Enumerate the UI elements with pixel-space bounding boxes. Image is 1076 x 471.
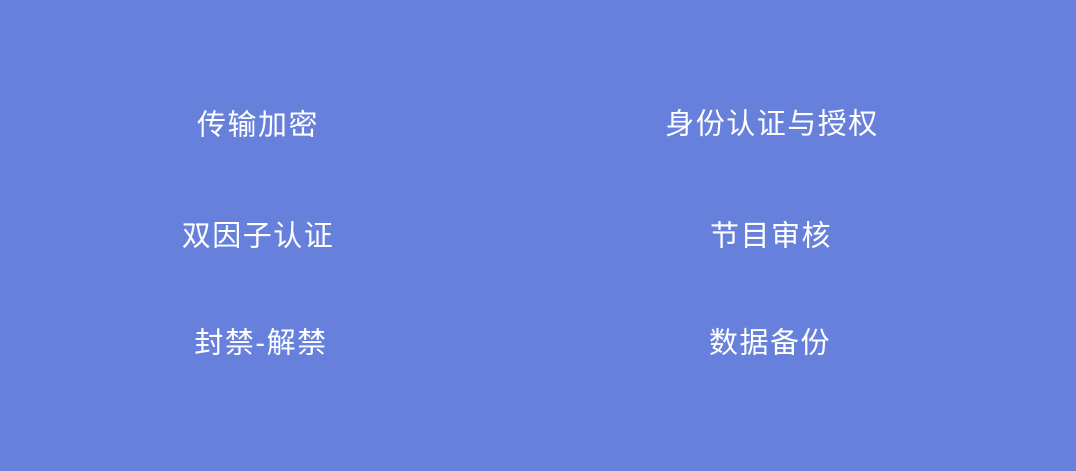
label-two-factor-auth: 双因子认证 [181,220,335,253]
label-ban-unban: 封禁-解禁 [194,327,328,360]
label-identity-auth-authorization: 身份认证与授权 [665,108,879,141]
label-program-review: 节目审核 [709,220,833,253]
label-transport-encryption: 传输加密 [196,109,320,142]
label-data-backup: 数据备份 [708,327,832,360]
